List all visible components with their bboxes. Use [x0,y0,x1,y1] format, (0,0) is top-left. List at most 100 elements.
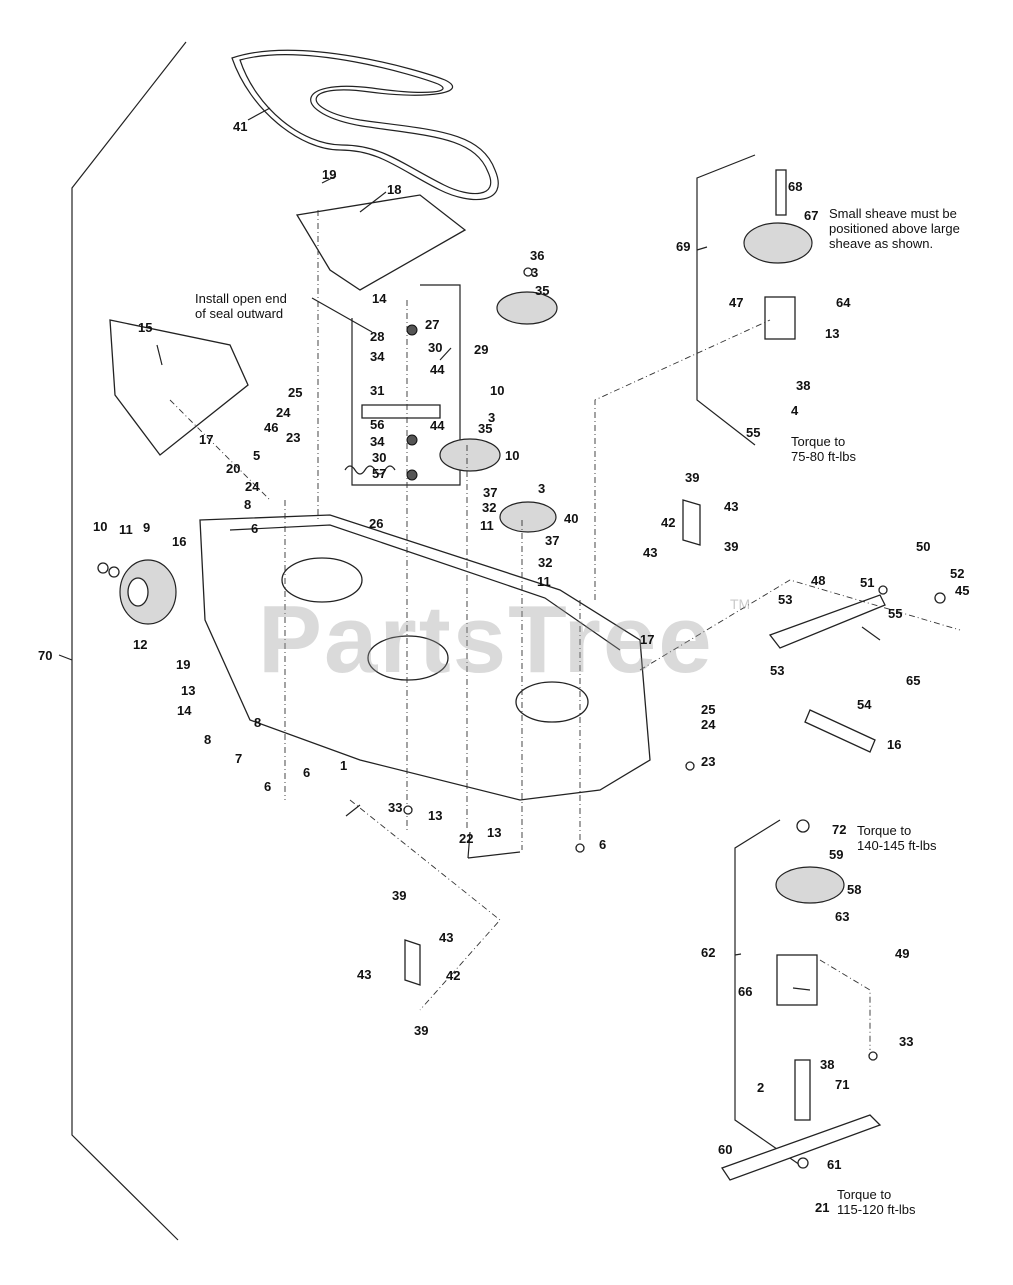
callout-12: 12 [133,637,148,652]
spindle-housing-66 [776,954,818,1006]
bolt-23 [685,761,695,771]
callout-1: 1 [340,758,348,773]
callout-61: 61 [827,1157,842,1172]
callout-46: 46 [264,420,279,435]
callout-54: 54 [857,697,872,712]
callout-43: 43 [439,930,454,945]
callout-37: 37 [483,485,498,500]
callout-51: 51 [860,575,875,590]
washer-11 [108,566,120,578]
callout-8: 8 [204,732,212,747]
callout-37: 37 [545,533,560,548]
callout-65: 65 [906,673,921,688]
callout-6: 6 [599,837,607,852]
callout-10: 10 [505,448,520,463]
callout-13: 13 [487,825,502,840]
callout-8: 8 [254,715,262,730]
seal-57 [406,469,418,481]
belt-cover-left [109,319,249,456]
spindle-mount-center [367,635,449,681]
callout-35: 35 [478,421,493,436]
sheave-67 [743,222,813,264]
callout-3: 3 [488,410,496,425]
callout-39: 39 [392,888,407,903]
callout-64: 64 [836,295,851,310]
callout-4: 4 [791,403,799,418]
assembly-line [639,579,961,671]
lift-rod-54 [804,709,876,753]
callout-42: 42 [661,515,676,530]
pulley-35-mid [439,438,501,472]
callout-68: 68 [788,179,803,194]
callout-9: 9 [143,520,151,535]
callout-72: 72 [832,822,847,837]
callout-6: 6 [264,779,272,794]
callout-60: 60 [718,1142,733,1157]
assembly-line [349,799,501,1011]
callout-69: 69 [676,239,691,254]
callout-28: 28 [370,329,385,344]
callout-39: 39 [685,470,700,485]
callout-24: 24 [245,479,260,494]
callout-55: 55 [888,606,903,621]
callout-39: 39 [414,1023,429,1038]
spindle-shaft-2 [794,1059,811,1121]
callout-10: 10 [93,519,108,534]
callout-24: 24 [701,717,716,732]
assembly-line [819,959,871,1050]
nut-45 [934,592,946,604]
callout-59: 59 [829,847,844,862]
callout-70: 70 [38,648,53,663]
callout-52: 52 [950,566,965,581]
callout-39: 39 [724,539,739,554]
callout-6: 6 [251,521,259,536]
callout-11: 11 [537,574,551,589]
callout-44: 44 [430,418,445,433]
callout-23: 23 [701,754,716,769]
note-sheave: Small sheave must be positioned above la… [829,206,960,251]
callout-16: 16 [887,737,902,752]
idler-arm [361,404,441,419]
callout-6: 6 [303,765,311,780]
drive-belt [231,49,499,201]
callout-48: 48 [811,573,826,588]
callout-32: 32 [482,500,497,515]
callout-33: 33 [899,1034,914,1049]
callout-43: 43 [643,545,658,560]
gauge-wheel-hub [127,577,149,607]
callout-62: 62 [701,945,716,960]
deck-edge [229,524,621,651]
callout-45: 45 [955,583,970,598]
pulley-40 [499,501,557,533]
sheave-58 [775,866,845,904]
callout-50: 50 [916,539,931,554]
callout-25: 25 [288,385,303,400]
bearing-27 [406,324,418,336]
nut-6 [575,843,585,853]
mower-blade [720,1114,882,1181]
callout-55: 55 [746,425,761,440]
callout-25: 25 [701,702,716,717]
callout-49: 49 [895,946,910,961]
callout-66: 66 [738,984,753,999]
callout-26: 26 [369,516,384,531]
nut-33b [868,1051,878,1061]
callout-58: 58 [847,882,862,897]
callout-22: 22 [459,831,474,846]
callout-41: 41 [233,119,248,134]
watermark-trademark: TM [730,596,751,612]
spindle-shaft-68 [775,169,787,216]
callout-24: 24 [276,405,291,420]
callout-30: 30 [372,450,387,465]
nut-33 [403,805,413,815]
callout-21: 21 [815,1200,830,1215]
callout-3: 3 [531,265,539,280]
callout-56: 56 [370,417,385,432]
hanger-42-lower [404,939,421,986]
hanger-42-upper [682,499,701,546]
callout-13: 13 [825,326,840,341]
note-seal: Install open end of seal outward [195,291,287,321]
callout-20: 20 [226,461,241,476]
callout-27: 27 [425,317,440,332]
